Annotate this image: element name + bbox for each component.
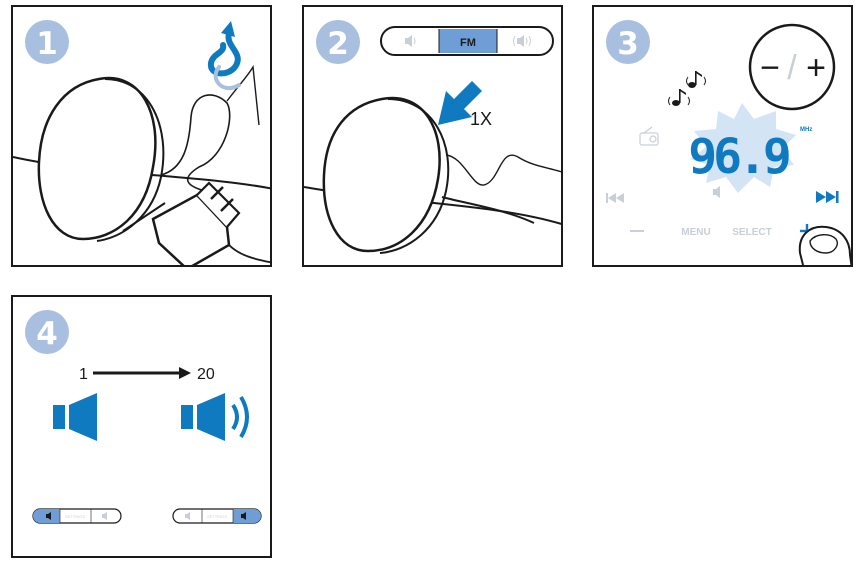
plug-adapter-icon (151, 181, 270, 265)
volume-min-label: 1 (79, 366, 88, 383)
minus-sign: − (760, 49, 780, 87)
previous-track-icon (606, 193, 624, 203)
select-button[interactable]: SELECT (732, 227, 771, 238)
plus-sign: + (806, 49, 826, 87)
step-4-panel: 4 1 20 SETTINGS (11, 295, 272, 558)
step-number: 4 (36, 316, 58, 352)
step-2-panel: 2 FM (302, 5, 563, 267)
step-1-panel: 1 (11, 5, 272, 267)
volume-down-icon (405, 35, 416, 47)
step-3-panel: 3 − / + 96.9 MHz (592, 5, 853, 267)
step-badge (25, 20, 69, 64)
speaker-low-icon (53, 393, 97, 441)
finger-press-icon (798, 225, 851, 265)
volume-down-switch[interactable]: SETTINGS (32, 508, 122, 524)
step-number: 1 (36, 26, 58, 62)
radio-icon (639, 126, 659, 146)
minus-plus-callout: − / + (748, 23, 836, 111)
frequency-display: 96.9 (688, 129, 789, 185)
press-count-label: 1X (470, 109, 492, 129)
step-badge (25, 310, 69, 354)
speaker-high-icon (181, 393, 249, 441)
speaker-icon (322, 96, 535, 254)
speaker-icon (37, 76, 166, 242)
range-arrow (93, 367, 191, 379)
switch-center-label: SETTINGS (207, 514, 227, 519)
press-arrow-icon (438, 81, 482, 125)
fm-mode-label: FM (460, 37, 476, 49)
step-number: 3 (617, 26, 639, 62)
unwind-cable-arrow-icon (207, 21, 241, 91)
mode-switch[interactable]: FM (380, 26, 554, 56)
next-track-icon[interactable] (816, 191, 839, 203)
step-badge (606, 20, 650, 64)
volume-max-label: 20 (197, 366, 215, 383)
menu-button[interactable]: MENU (681, 227, 710, 238)
step-4-illustration: 4 1 20 SETTINGS (25, 310, 262, 524)
switch-center-label: SETTINGS (65, 514, 85, 519)
power-cable (445, 154, 561, 186)
lcd-glow (690, 103, 796, 193)
slash-divider: / (787, 49, 797, 87)
music-note-icon (668, 71, 706, 106)
signal-icon (713, 186, 720, 198)
step-badge (316, 20, 360, 64)
frequency-unit: MHz (800, 127, 812, 133)
step-1-illustration: 1 (13, 20, 270, 265)
step-3-illustration: 3 − / + 96.9 MHz (606, 20, 851, 265)
step-number: 2 (327, 26, 349, 62)
volume-up-icon (513, 35, 531, 47)
step-2-illustration: 2 FM (304, 20, 561, 254)
volume-up-switch[interactable]: SETTINGS (172, 508, 262, 524)
